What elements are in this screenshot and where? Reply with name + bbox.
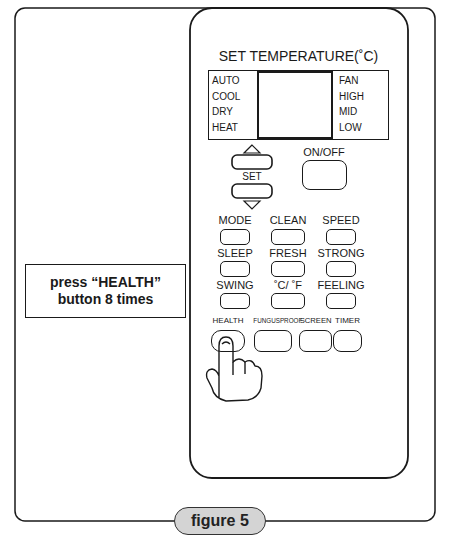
button-key — [220, 261, 250, 277]
button-label: STRONG — [315, 247, 367, 259]
button-label: SPEED — [315, 214, 367, 226]
mode-indicator: HIGH — [339, 91, 364, 103]
button-key — [333, 330, 362, 352]
button-key — [220, 293, 250, 309]
remote-button: FEELING — [315, 279, 367, 309]
callout-text: press “HEALTH” button 8 times — [32, 274, 179, 308]
button-key — [271, 229, 305, 245]
remote-button: SPEED — [315, 214, 367, 245]
figure-frame — [15, 8, 435, 521]
button-label: SCREEN — [300, 316, 332, 326]
remote-button: SLEEP — [209, 247, 261, 277]
button-key — [254, 330, 292, 352]
button-label: HEALTH — [209, 316, 247, 326]
button-label: CLEAN — [262, 214, 314, 226]
button-key — [271, 293, 305, 309]
mode-indicator: FAN — [339, 75, 358, 87]
remote-button: SWING — [209, 279, 261, 309]
mode-indicator: HEAT — [212, 122, 238, 134]
down-button — [232, 184, 272, 198]
button-key — [326, 261, 356, 277]
digit-window — [257, 71, 333, 139]
button-key — [271, 261, 305, 277]
button-label: MODE — [209, 214, 261, 226]
remote-button: TIMER — [333, 316, 362, 352]
mode-indicator: DRY — [212, 106, 233, 118]
button-label: FEELING — [315, 279, 367, 291]
remote-body — [190, 8, 408, 478]
button-label: ON/OFF — [296, 146, 352, 158]
button-key — [211, 330, 245, 352]
remote-button: FUNGUSPROOF — [248, 316, 298, 352]
mode-indicator: MID — [339, 106, 357, 118]
down-arrow-symbol — [244, 201, 260, 209]
remote-button: STRONG — [315, 247, 367, 277]
button-key — [299, 330, 332, 352]
remote-button: HEALTH — [209, 316, 247, 352]
mode-indicator: AUTO — [212, 75, 240, 87]
button-key — [220, 229, 250, 245]
button-label: SLEEP — [209, 247, 261, 259]
button-label: SET — [232, 171, 272, 183]
remote-button: ˚C/ ˚F — [262, 279, 314, 309]
figure-caption: figure 5 — [174, 507, 266, 535]
button-label: ˚C/ ˚F — [262, 279, 314, 291]
remote-button: FRESH — [262, 247, 314, 277]
remote-button: ON/OFF — [296, 146, 352, 190]
remote-button: MODE — [209, 214, 261, 245]
button-label: FRESH — [262, 247, 314, 259]
display-frame: AUTO COOL DRY HEAT FAN HIGH MID LOW — [208, 70, 389, 140]
lcd-display: SET TEMPERATURE(˚C) AUTO COOL DRY HEAT FAN HIG… — [208, 48, 389, 140]
button-key — [326, 229, 356, 245]
remote-button: SCREEN — [299, 316, 332, 352]
button-label: SWING — [209, 279, 261, 291]
display-heading: SET TEMPERATURE(˚C) — [208, 48, 389, 64]
instruction-callout: press “HEALTH” button 8 times — [25, 264, 186, 318]
button-key — [302, 160, 347, 190]
up-arrow-symbol — [244, 145, 260, 153]
button-label: TIMER — [333, 316, 362, 326]
remote-button: CLEAN — [262, 214, 314, 245]
button-label: FUNGUSPROOF — [253, 316, 292, 326]
mode-indicator: LOW — [339, 122, 362, 134]
up-button — [232, 155, 272, 169]
mode-indicator: COOL — [212, 91, 240, 103]
button-key — [326, 293, 356, 309]
